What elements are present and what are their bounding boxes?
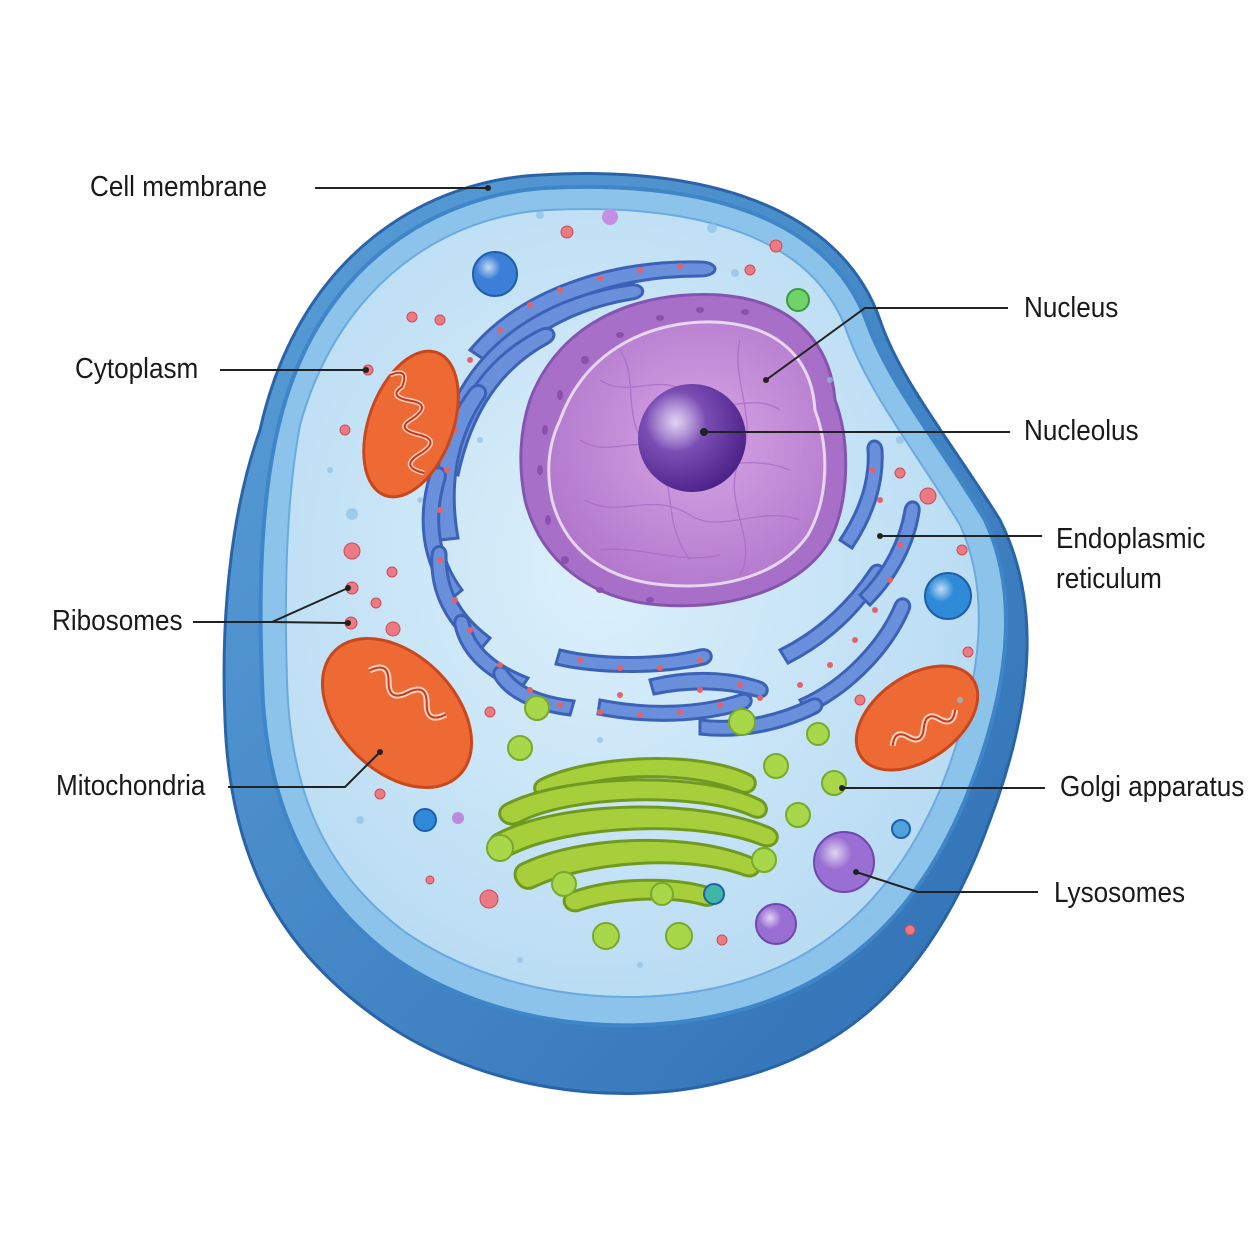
label-nucleus: Nucleus <box>1024 292 1119 324</box>
nucleus <box>519 292 848 608</box>
label-endoplasmic-reticulum-line1: Endoplasmic <box>1056 523 1206 555</box>
label-nucleolus: Nucleolus <box>1024 415 1139 447</box>
er-ribosomes <box>437 263 903 718</box>
label-cell-membrane: Cell membrane <box>90 171 267 203</box>
green-vesicles <box>486 695 847 950</box>
leader-endpoints <box>345 185 883 875</box>
mitochondrion-bottom-left <box>320 636 474 790</box>
cytoplasm-texture <box>327 211 963 968</box>
endoplasmic-reticulum <box>421 260 921 737</box>
mitochondrion-right <box>854 664 980 772</box>
label-mitochondria: Mitochondria <box>56 770 206 802</box>
nuclear-pores <box>537 307 749 603</box>
blue-vesicles <box>413 251 972 905</box>
leader-lines <box>193 187 1045 893</box>
label-lysosomes: Lysosomes <box>1054 877 1186 909</box>
leader-ribosomes <box>193 587 349 624</box>
label-ribosomes: Ribosomes <box>52 605 183 637</box>
leader-mitochondria <box>228 751 381 788</box>
small-purple-vesicle <box>602 209 618 225</box>
mitochondrion-top-left <box>362 349 460 499</box>
small-green-vesicle <box>786 288 810 312</box>
leader-nucleus <box>765 307 1008 381</box>
golgi-apparatus <box>488 757 779 913</box>
lysosomes <box>755 831 875 945</box>
label-cytoplasm: Cytoplasm <box>75 353 199 385</box>
free-ribosomes <box>339 225 974 946</box>
label-endoplasmic-reticulum-line2: reticulum <box>1056 563 1162 595</box>
leader-lysosomes <box>855 871 1038 893</box>
label-golgi-apparatus: Golgi apparatus <box>1060 771 1245 803</box>
